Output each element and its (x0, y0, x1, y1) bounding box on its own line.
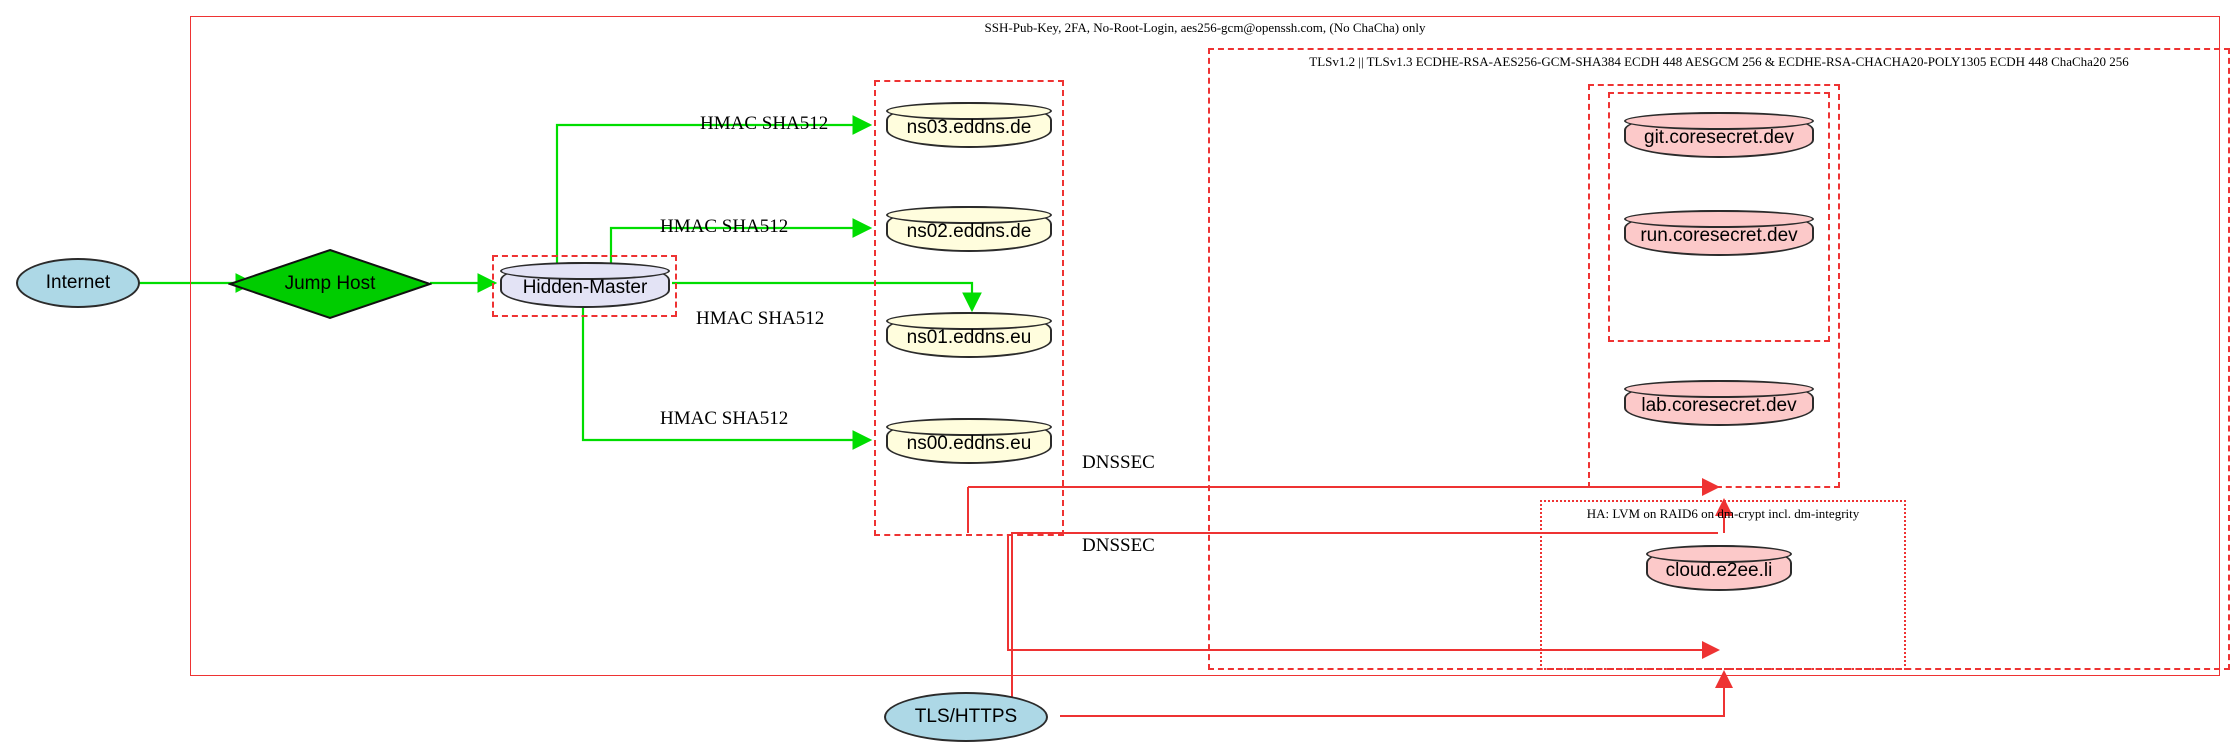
node-git-coresecret[interactable]: git.coresecret.dev (1624, 112, 1814, 158)
cylinder-top (886, 418, 1052, 436)
cluster-coresecret-inner (1608, 92, 1830, 342)
node-tls-https[interactable]: TLS/HTTPS (884, 692, 1048, 742)
edge-label-hmac-2: HMAC SHA512 (660, 216, 789, 237)
edge-label-dnssec-1: DNSSEC (1082, 452, 1155, 473)
cluster-ssh-outer (190, 16, 2220, 676)
cylinder-top (1624, 210, 1814, 228)
node-internet-label: Internet (45, 272, 111, 293)
node-tls-https-label: TLS/HTTPS (914, 706, 1018, 727)
cylinder-top (500, 262, 670, 280)
cluster-ha-label: HA: LVM on RAID6 on dm-crypt incl. dm-in… (1586, 506, 1860, 521)
node-git-label: git.coresecret.dev (1644, 127, 1794, 148)
cylinder-top (1646, 545, 1792, 563)
cylinder-top (886, 312, 1052, 330)
cylinder-top (886, 102, 1052, 120)
node-internet[interactable]: Internet (16, 258, 140, 308)
node-jump-host-label: Jump Host (284, 273, 376, 294)
cluster-hidden-master (492, 255, 677, 317)
node-ns02-label: ns02.eddns.de (906, 221, 1032, 242)
cylinder-top (1624, 112, 1814, 130)
node-hidden-master-label: Hidden-Master (522, 277, 648, 298)
node-ns02[interactable]: ns02.eddns.de (886, 206, 1052, 252)
node-ns03-label: ns03.eddns.de (906, 117, 1032, 138)
node-ns00[interactable]: ns00.eddns.eu (886, 418, 1052, 464)
cylinder-top (1624, 380, 1814, 398)
node-cloud-e2ee[interactable]: cloud.e2ee.li (1646, 545, 1792, 591)
node-ns03[interactable]: ns03.eddns.de (886, 102, 1052, 148)
cluster-coresecret-outer (1588, 84, 1840, 488)
edge-label-hmac-3: HMAC SHA512 (696, 308, 825, 329)
node-ns01[interactable]: ns01.eddns.eu (886, 312, 1052, 358)
edge-label-dnssec-2: DNSSEC (1082, 535, 1155, 556)
node-lab-coresecret[interactable]: lab.coresecret.dev (1624, 380, 1814, 426)
cluster-ha (1540, 500, 1906, 670)
node-ns00-label: ns00.eddns.eu (906, 433, 1032, 454)
cluster-ssh-label: SSH-Pub-Key, 2FA, No-Root-Login, aes256-… (984, 20, 1426, 35)
node-run-label: run.coresecret.dev (1640, 225, 1798, 246)
node-jump-host[interactable]: Jump Host (228, 248, 432, 320)
cylinder-top (886, 206, 1052, 224)
edge-label-hmac-1: HMAC SHA512 (700, 113, 829, 134)
node-run-coresecret[interactable]: run.coresecret.dev (1624, 210, 1814, 256)
node-ns01-label: ns01.eddns.eu (906, 327, 1032, 348)
node-lab-label: lab.coresecret.dev (1641, 395, 1797, 416)
cluster-tls-label: TLSv1.2 || TLSv1.3 ECDHE-RSA-AES256-GCM-… (1309, 54, 2129, 69)
node-hidden-master[interactable]: Hidden-Master (500, 262, 670, 308)
node-cloud-label: cloud.e2ee.li (1665, 560, 1773, 581)
edge-tls-cloud (1060, 670, 1733, 717)
cluster-dns-servers (874, 80, 1064, 536)
edge-label-hmac-4: HMAC SHA512 (660, 408, 789, 429)
